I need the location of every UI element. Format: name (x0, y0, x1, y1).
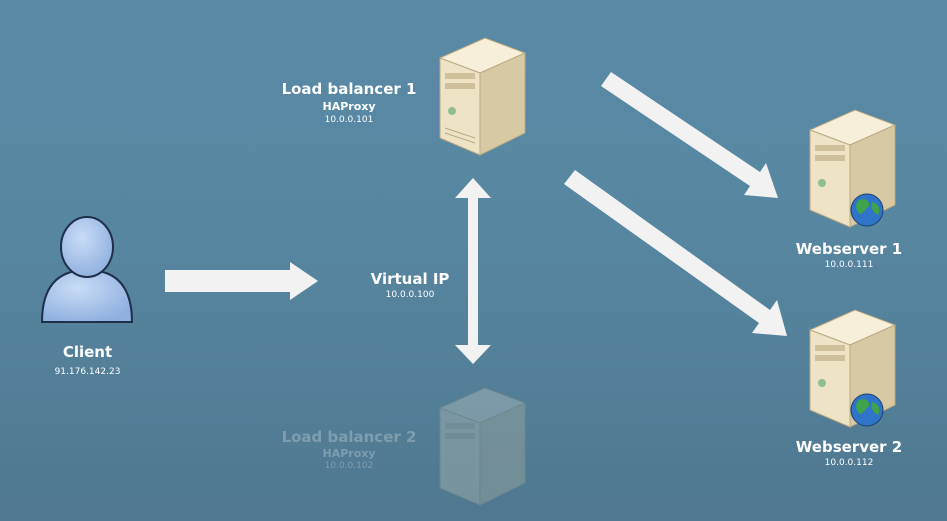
vip-ip: 10.0.0.100 (385, 290, 435, 300)
lb1-software: HAProxy (322, 100, 376, 113)
lb2-software: HAProxy (322, 447, 376, 460)
lb1-label: Load balancer 1 (281, 80, 417, 98)
user-icon (40, 216, 134, 323)
webserver-icon (808, 109, 897, 228)
client-label: Client (62, 343, 113, 361)
webserver1-ip: 10.0.0.111 (824, 260, 874, 270)
client-ip: 91.176.142.23 (54, 367, 121, 377)
lb1-ip: 10.0.0.101 (324, 115, 374, 125)
server-icon (438, 37, 527, 156)
vip-label: Virtual IP (370, 270, 450, 288)
webserver1-label: Webserver 1 (795, 240, 903, 258)
webserver2-ip: 10.0.0.112 (824, 458, 874, 468)
webserver2-label: Webserver 2 (795, 438, 903, 456)
server-icon (438, 387, 527, 506)
lb2-ip: 10.0.0.102 (324, 461, 374, 471)
lb2-label: Load balancer 2 (281, 428, 417, 446)
webserver-icon (808, 309, 897, 428)
